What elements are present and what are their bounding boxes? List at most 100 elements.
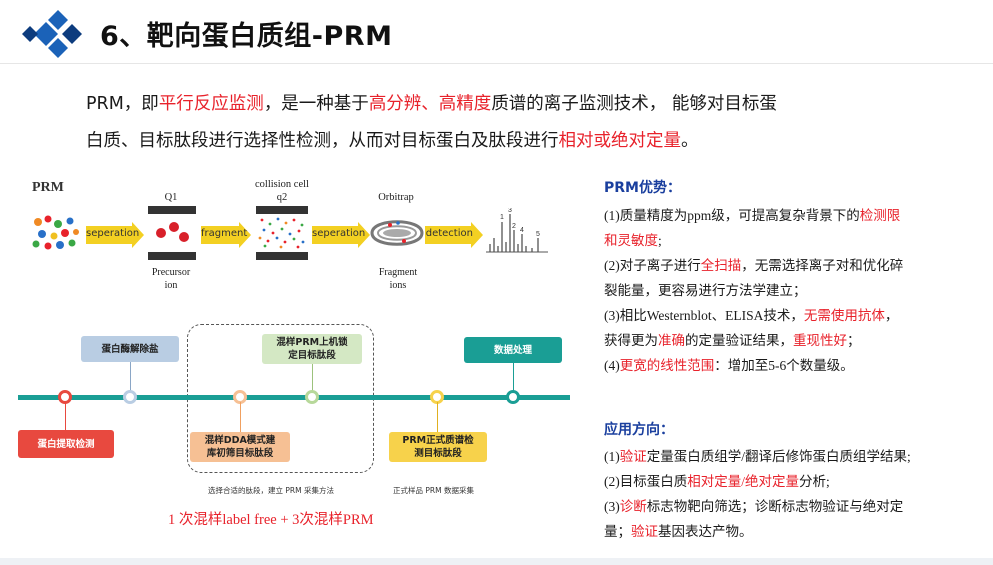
highlight-text: 重现性好 bbox=[793, 333, 847, 348]
body-text: (2)对子离子进行 bbox=[604, 258, 701, 273]
intro-line-2: 白质、目标肽段进行选择性检测，从而对目标蛋白及肽段进行相对或绝对定量。 bbox=[86, 129, 906, 153]
company-logo bbox=[22, 10, 82, 58]
collision-cell-icon bbox=[256, 206, 308, 260]
body-text: 基因表达产物。 bbox=[658, 524, 753, 539]
timeline-connector bbox=[65, 402, 66, 430]
list-line: (2)对子离子进行全扫描，无需选择离子对和优化碎 bbox=[604, 253, 976, 278]
fragment-arrow: fragment bbox=[201, 222, 251, 248]
collision-cell-label: collision cell q2 bbox=[240, 178, 324, 204]
step-prm-formal-acquisition: PRM正式质谱检 测目标肽段 bbox=[389, 432, 487, 462]
list-line: (3)相比Westernblot、ELISA技术，无需使用抗体， bbox=[604, 303, 976, 328]
timeline-node-digest bbox=[123, 390, 137, 404]
timeline-connector bbox=[240, 402, 241, 432]
separation-arrow-1: seperation bbox=[86, 222, 144, 248]
body-text: PRM，即 bbox=[86, 94, 159, 114]
q1-label: Q1 bbox=[164, 192, 178, 203]
applications-heading: 应用方向： bbox=[604, 422, 674, 438]
body-text: 标志物靶向筛选；诊断标志物验证与绝对定 bbox=[646, 499, 904, 514]
separation-label-1: seperation bbox=[86, 228, 140, 239]
body-text: 裂能量，更容易进行方法学建立； bbox=[604, 283, 807, 298]
fragment-label: fragment bbox=[201, 228, 248, 239]
step-prm-lock-line1: 混样PRM上机锁 bbox=[276, 337, 348, 348]
body-text: 的定量验证结果， bbox=[685, 333, 793, 348]
body-text: 白质、目标肽段进行选择性检测，从而对目标蛋白及肽段进行 bbox=[86, 131, 559, 151]
body-text: (4) bbox=[604, 358, 620, 373]
page-title: 6、靶向蛋白质组-PRM bbox=[100, 21, 393, 52]
title-divider bbox=[0, 63, 993, 64]
body-text: ； bbox=[847, 333, 861, 348]
list-line: (1)质量精度为ppm级，可提高复杂背景下的检测限 bbox=[604, 203, 976, 228]
highlight-text: 相对定量/绝对定量 bbox=[687, 474, 800, 489]
list-line: (4)更宽的线性范围：增加至5-6个数量级。 bbox=[604, 353, 976, 378]
body-text: 。 bbox=[681, 131, 699, 151]
timeline-node-data bbox=[506, 390, 520, 404]
fragment-ions-line2: ions bbox=[389, 280, 407, 291]
orbitrap-label: Orbitrap bbox=[378, 192, 414, 203]
list-line: (1)验证定量蛋白质组学/翻译后修饰蛋白质组学结果; bbox=[604, 444, 976, 469]
highlight-text: 更宽的线性范围 bbox=[619, 358, 715, 373]
timeline-connector bbox=[312, 364, 313, 392]
highlight-text: 诊断 bbox=[619, 499, 647, 514]
timeline-connector bbox=[437, 402, 438, 432]
separation-label-2: seperation bbox=[312, 228, 366, 239]
highlight-text: 验证 bbox=[631, 524, 658, 539]
timeline-node-extract bbox=[58, 390, 72, 404]
applications-list: (1)验证定量蛋白质组学/翻译后修饰蛋白质组学结果;(2)目标蛋白质相对定量/绝… bbox=[604, 444, 976, 544]
body-text: (1) bbox=[604, 449, 620, 464]
body-text: ：增加至5-6个数量级。 bbox=[714, 358, 854, 373]
step-prm-lock-peptides: 混样PRM上机锁 定目标肽段 bbox=[262, 334, 362, 364]
precursor-label-line1: Precursor bbox=[151, 267, 191, 278]
list-line: (3)诊断标志物靶向筛选；诊断标志物验证与绝对定 bbox=[604, 494, 976, 519]
fragment-ions-line1: Fragment bbox=[378, 267, 418, 278]
step-prm-lock-line2: 定目标肽段 bbox=[288, 350, 336, 361]
spectrum-peak-label: 2 bbox=[512, 223, 516, 230]
timeline-connector bbox=[513, 363, 514, 392]
body-text: 分析; bbox=[799, 474, 830, 489]
precursor-label-line2: ion bbox=[164, 280, 178, 291]
advantages-heading: PRM优势： bbox=[604, 180, 681, 196]
caption-formal-acquisition: 正式样品 PRM 数据采集 bbox=[393, 486, 474, 495]
step-dda-library: 混样DDA模式建 库初筛目标肽段 bbox=[190, 432, 290, 462]
body-text: 定量蛋白质组学/翻译后修饰蛋白质组学结果; bbox=[646, 449, 911, 464]
collision-cell-line1: collision cell bbox=[255, 179, 309, 190]
step-dda-line2: 库初筛目标肽段 bbox=[206, 448, 274, 459]
detection-arrow: detection bbox=[425, 222, 483, 248]
spectrum-peak-label: 3 bbox=[508, 208, 512, 214]
list-line: 获得更为准确的定量验证结果，重现性好； bbox=[604, 328, 976, 353]
highlight-text: 平行反应监测 bbox=[158, 94, 264, 114]
body-text: 质谱的离子监测技术， 能够对目标蛋 bbox=[491, 94, 777, 114]
precursor-label: Precursor ion bbox=[138, 266, 204, 292]
list-line: 量；验证基因表达产物。 bbox=[604, 519, 976, 544]
body-text: (2)目标蛋白质 bbox=[604, 474, 688, 489]
advantages-list: (1)质量精度为ppm级，可提高复杂背景下的检测限和灵敏度;(2)对子离子进行全… bbox=[604, 203, 976, 378]
body-text: ，无需选择离子对和优化碎 bbox=[741, 258, 904, 273]
body-text: (3)相比Westernblot、ELISA技术， bbox=[604, 308, 804, 323]
step-digestion-desalting: 蛋白酶解除盐 bbox=[81, 336, 179, 362]
step-protein-extraction: 蛋白提取检测 bbox=[18, 430, 114, 458]
highlight-text: 无需使用抗体 bbox=[803, 308, 885, 323]
highlight-text: 高分辨、高精度 bbox=[368, 94, 492, 114]
list-line: 裂能量，更容易进行方法学建立； bbox=[604, 278, 976, 303]
detection-label: detection bbox=[425, 228, 473, 239]
list-line: 和灵敏度; bbox=[604, 228, 976, 253]
body-text: ，是一种基于 bbox=[263, 94, 369, 114]
highlight-text: 验证 bbox=[619, 449, 647, 464]
step-dda-line1: 混样DDA模式建 bbox=[204, 435, 276, 446]
body-text: (3) bbox=[604, 499, 620, 514]
list-line: (2)目标蛋白质相对定量/绝对定量分析; bbox=[604, 469, 976, 494]
workflow-label: PRM bbox=[32, 180, 64, 195]
timeline-axis bbox=[18, 395, 570, 400]
separation-arrow-2: seperation bbox=[312, 222, 370, 248]
timeline-connector bbox=[130, 362, 131, 392]
spectrum-peak-label: 4 bbox=[520, 227, 524, 234]
highlight-text: 全扫描 bbox=[700, 258, 742, 273]
body-text: 获得更为 bbox=[604, 333, 658, 348]
body-text: ， bbox=[884, 308, 899, 323]
intro-line-1: PRM，即平行反应监测，是一种基于高分辨、高精度质谱的离子监测技术， 能够对目标… bbox=[86, 92, 906, 116]
spectrum-peak-label: 5 bbox=[536, 231, 540, 238]
step-prm-formal-line1: PRM正式质谱检 bbox=[402, 435, 474, 446]
spectrum-peak-label: 1 bbox=[500, 214, 504, 221]
collision-cell-line2: q2 bbox=[276, 192, 288, 203]
peptide-mixture-icon bbox=[32, 215, 79, 250]
step-data-processing: 数据处理 bbox=[464, 337, 562, 363]
